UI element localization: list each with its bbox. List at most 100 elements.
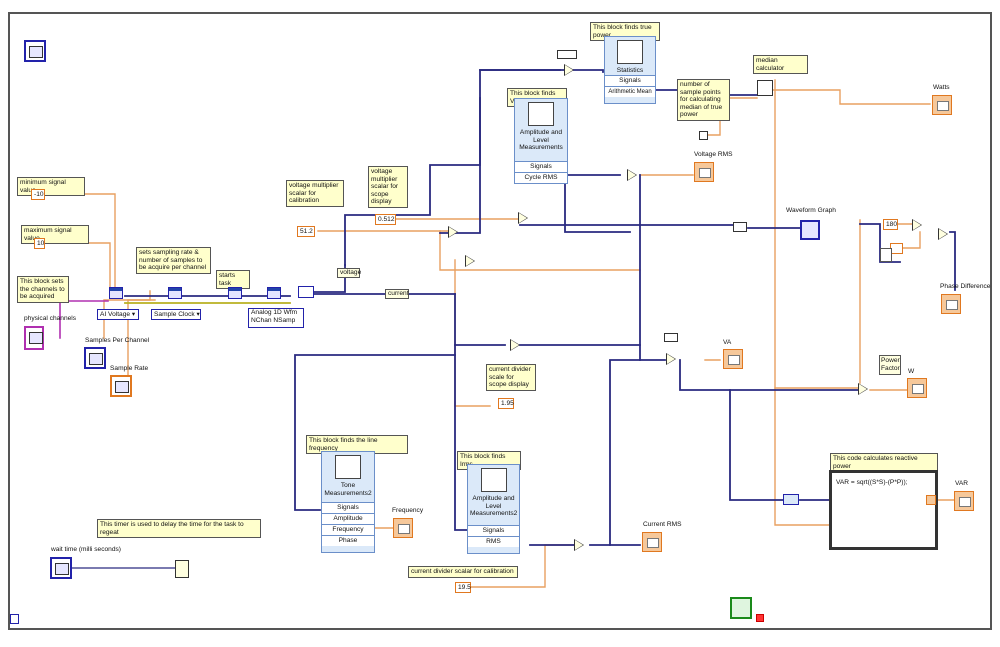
physical-channels-control[interactable] — [24, 326, 44, 350]
wire-power-right — [774, 79, 836, 526]
median-vi[interactable] — [757, 80, 773, 96]
multiply-node-1 — [448, 226, 458, 238]
label-frequency: Frequency — [392, 507, 424, 514]
build-array-node — [733, 222, 747, 232]
create-channel-vi[interactable] — [109, 287, 123, 299]
label-var: VAR — [955, 480, 969, 487]
tag-voltage: voltage — [337, 268, 361, 278]
wire-irms-amp — [454, 344, 471, 531]
label-current-rms: Current RMS — [643, 521, 682, 528]
wire-volt-stat — [479, 69, 604, 73]
multiply-node-va — [666, 353, 676, 365]
label-voltage-rms: Voltage RMS — [694, 151, 733, 158]
wire-pf-var — [729, 389, 786, 501]
phase-difference-indicator[interactable] — [941, 294, 961, 314]
label-w: W — [908, 368, 915, 375]
ai-voltage-ring[interactable]: AI Voltage ▾ — [97, 309, 139, 320]
wire-isc-scope — [454, 401, 491, 407]
statistics-express-vi[interactable]: Statistics Signals Arithmetic Mean — [604, 36, 656, 104]
note-channels: This block sets the channels to be acqui… — [17, 276, 69, 303]
multiply-node-phase — [912, 219, 922, 231]
waveform-graph-indicator[interactable] — [800, 220, 820, 240]
label-va: VA — [723, 339, 732, 346]
multiply-node-3 — [465, 255, 475, 267]
multiply-node-4 — [564, 64, 574, 76]
wire-va-pf2 — [679, 359, 859, 391]
label-samples-per-channel: Samples Per Channel — [85, 337, 150, 344]
var-input-node — [783, 494, 799, 505]
sample-clock-ring[interactable]: Sample Clock ▾ — [151, 309, 201, 320]
note-voltage-calib: voltage multiplier scalar for calibratio… — [286, 180, 344, 207]
wire-phase — [859, 223, 956, 291]
amplitude-express-vi-1[interactable]: Amplitude and Level Measurements Signals… — [514, 98, 568, 184]
stop-button-icon[interactable] — [730, 597, 752, 619]
frequency-indicator[interactable] — [393, 518, 413, 538]
tag-current: current — [385, 289, 409, 299]
note-timer: This timer is used to delay the time for… — [97, 519, 261, 539]
analog-read-ring[interactable]: Analog 1D Wfm NChan NSamp — [248, 308, 304, 328]
label-watts: Watts — [933, 84, 950, 91]
multiply-node-5 — [627, 169, 637, 181]
formula-node[interactable]: VAR = sqrt((S*S)-(P*P)); — [829, 470, 938, 550]
wire-tone — [294, 354, 456, 511]
constant-min[interactable]: -10 — [31, 189, 45, 200]
note-starts-task: starts task — [216, 270, 250, 290]
note-sampling: sets sampling rate & number of samples t… — [136, 247, 211, 274]
wait-time-control[interactable] — [50, 557, 72, 579]
watts-indicator[interactable] — [932, 95, 952, 115]
label-phase-difference: Phase Difference — [940, 283, 991, 290]
label-waveform-graph: Waveform Graph — [786, 207, 836, 214]
constant-i-calib[interactable]: 19.5 — [455, 582, 471, 593]
label-power-factor: Power Factor — [879, 355, 901, 375]
constant-node-va — [664, 333, 678, 342]
start-task-vi[interactable] — [228, 287, 242, 299]
constant-node-median — [699, 131, 708, 140]
constant-max[interactable]: 10 — [34, 238, 45, 249]
formula-text: VAR = sqrt((S*S)-(P*P)); — [836, 479, 908, 486]
divide-node-pf — [858, 383, 868, 395]
statistics-glyph-icon — [617, 40, 643, 64]
read-vi[interactable] — [267, 287, 281, 299]
var-indicator[interactable] — [954, 491, 974, 511]
wire-100 — [901, 231, 921, 249]
wire-cycle-rms — [564, 174, 631, 233]
samples-per-channel-control[interactable] — [84, 347, 106, 369]
note-current-calib: current divider scalar for calibration — [408, 566, 518, 578]
note-min-signal: minimum signal value — [17, 177, 85, 197]
timing-vi[interactable] — [168, 287, 182, 299]
current-rms-indicator[interactable] — [642, 532, 662, 552]
note-median-calc: median calculator — [753, 55, 808, 75]
wire-rate — [127, 299, 156, 376]
wait-ms-icon — [175, 560, 189, 578]
iteration-terminal-icon — [10, 614, 19, 624]
amplitude2-glyph-icon — [480, 468, 507, 492]
vi-icon — [24, 40, 46, 62]
sample-rate-control[interactable] — [110, 375, 132, 397]
amplitude-express-vi-2[interactable]: Amplitude and Level Measurements2 Signal… — [467, 464, 520, 554]
phase-diff-node — [880, 248, 892, 262]
tone-express-vi[interactable]: Tone Measurements2 Signals Amplitude Fre… — [321, 451, 375, 553]
formula-output-node — [926, 495, 936, 505]
voltage-rms-indicator[interactable] — [694, 162, 714, 182]
divide-node-2 — [574, 539, 584, 551]
label-physical-channels: physical channels — [24, 315, 77, 322]
constant-180[interactable]: 180 — [883, 219, 898, 230]
constant-v-scope[interactable]: 0.512 — [375, 214, 396, 225]
note-current-scope: current divider scale for scope display — [486, 364, 536, 391]
tone-glyph-icon — [335, 455, 361, 479]
multiply-node-2 — [518, 212, 528, 224]
note-max-signal: maximum signal value — [21, 225, 89, 245]
wire-watts — [759, 89, 931, 105]
label-wait-time: wait time (milli seconds) — [51, 546, 121, 553]
wire-vscale-back — [439, 230, 641, 271]
note-median-points: number of sample points for calculating … — [677, 79, 730, 121]
wire-current-down — [454, 293, 506, 346]
index-array-node — [298, 286, 314, 298]
label-sample-rate: Sample Rate — [110, 365, 149, 372]
note-voltage-scope: voltage multiplier scalar for scope disp… — [368, 166, 408, 208]
loop-condition-icon — [756, 614, 764, 622]
constant-v-calib[interactable]: 51.2 — [297, 226, 315, 237]
va-indicator[interactable] — [723, 349, 743, 369]
w-indicator[interactable] — [907, 378, 927, 398]
constant-i-scope[interactable]: 1.95 — [498, 398, 514, 409]
